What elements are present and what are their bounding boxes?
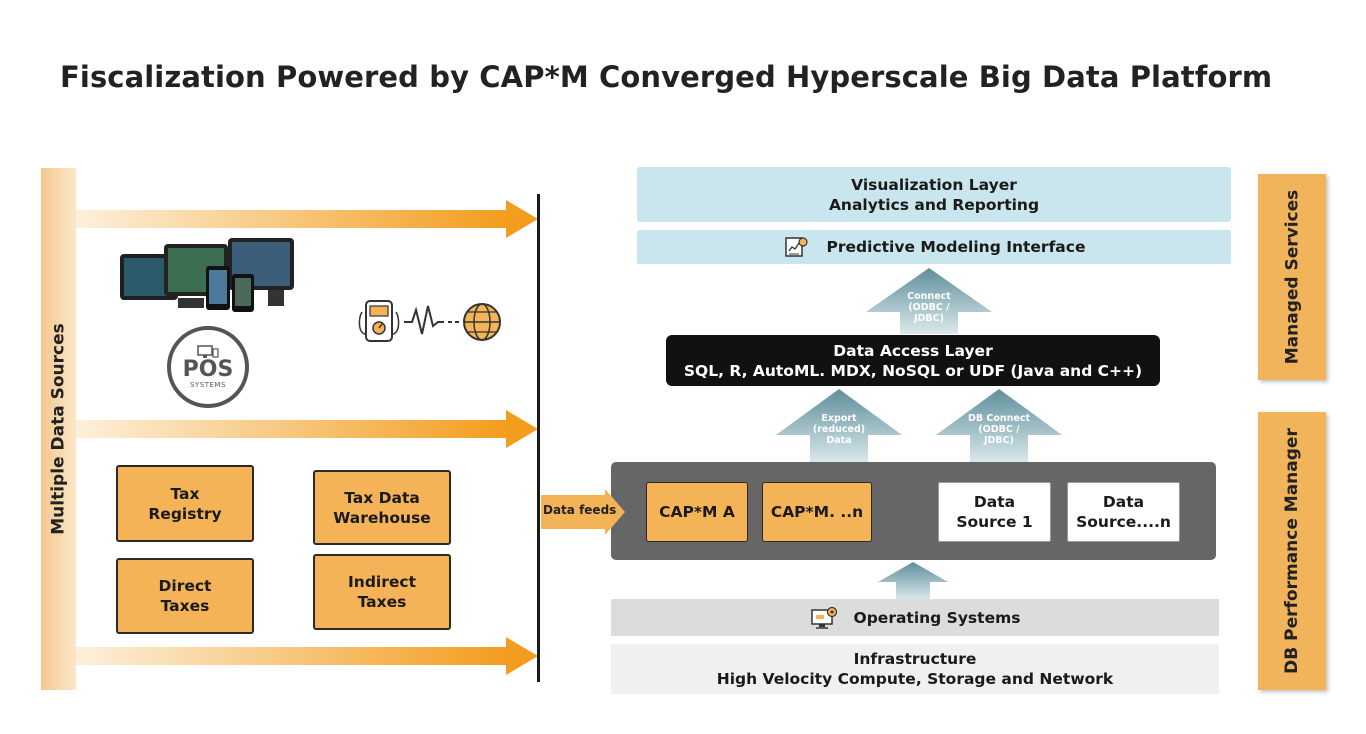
- export-arrow-label: Export(reduced)Data: [812, 413, 866, 446]
- data-feeds-label: Data feeds: [543, 503, 617, 517]
- multimeter-icon: [358, 300, 400, 342]
- pulse-wave: [404, 305, 444, 335]
- os-up-arrow: [878, 562, 948, 600]
- connect-arrow: [866, 268, 992, 334]
- capm-a-box: CAP*M A: [646, 482, 748, 542]
- managed-services-label: Managed Services: [1282, 189, 1303, 365]
- connect-arrow-label: Connect(ODBC /JDBC): [907, 291, 951, 324]
- predictive-label: Predictive Modeling Interface: [826, 238, 1086, 256]
- predictive-modeling-layer: Predictive Modeling Interface: [637, 230, 1231, 264]
- monitor-icon: [197, 345, 219, 358]
- arrow-middle: [76, 410, 538, 448]
- export-arrow: [776, 389, 902, 463]
- multiple-data-sources-bar: Multiple Data Sources: [41, 168, 76, 690]
- managed-services-bar: Managed Services: [1258, 174, 1326, 380]
- operating-systems-layer: Operating Systems: [611, 599, 1219, 636]
- db-connect-arrow-label: DB Connect(ODBC /JDBC): [967, 413, 1031, 446]
- pos-logo-main: POS: [182, 357, 234, 382]
- db-performance-manager-bar: DB Performance Manager: [1258, 412, 1326, 690]
- page-title: Fiscalization Powered by CAP*M Converged…: [60, 60, 1273, 94]
- meter-network-icons: [358, 300, 501, 342]
- source-arrows: [76, 200, 538, 675]
- computer-gear-icon: [810, 606, 837, 629]
- operating-systems-label: Operating Systems: [853, 608, 1021, 627]
- pos-systems-logo: POS SYSTEMS: [167, 326, 249, 408]
- capm-n-box: CAP*M. ..n: [762, 482, 872, 542]
- report-chart-icon: [784, 237, 808, 257]
- multiple-data-sources-label: Multiple Data Sources: [48, 323, 69, 535]
- db-connect-arrow: [936, 389, 1062, 463]
- pos-logo-sub: SYSTEMS: [190, 381, 226, 389]
- divider-line: [537, 194, 540, 682]
- globe-icon: [463, 303, 501, 341]
- arrow-bottom: [76, 637, 538, 675]
- arrow-top: [76, 200, 538, 238]
- db-performance-manager-label: DB Performance Manager: [1282, 428, 1302, 674]
- data-feeds-arrow: [541, 489, 625, 535]
- pos-terminals-image: [120, 238, 294, 312]
